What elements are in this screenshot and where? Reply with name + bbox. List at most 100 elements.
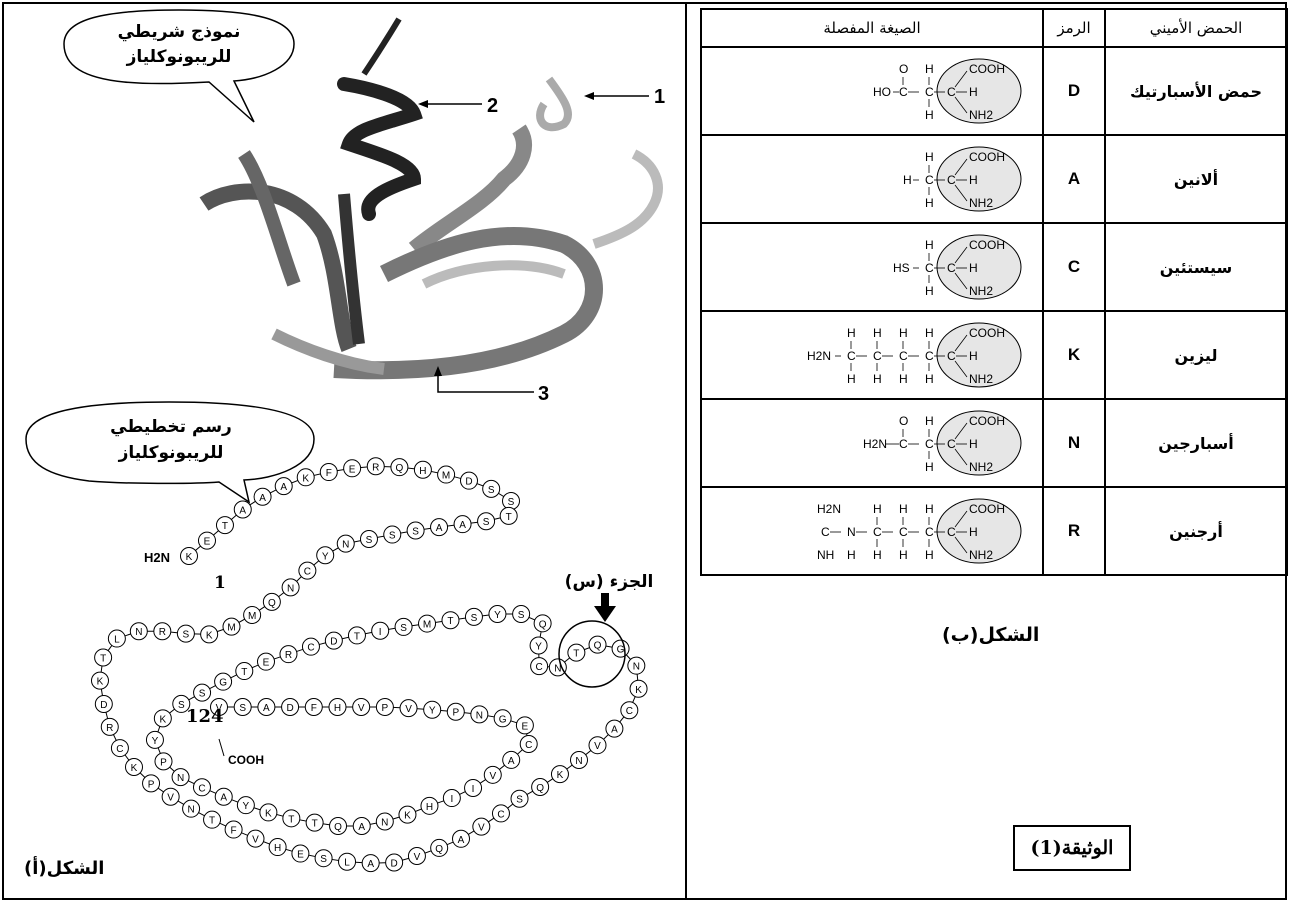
arrow-label-1: 1 bbox=[654, 86, 665, 108]
residue-letter: D bbox=[391, 859, 398, 870]
residue-letter: A bbox=[259, 493, 266, 504]
residue: C bbox=[110, 739, 129, 758]
residue: Q bbox=[262, 592, 281, 611]
residue: Y bbox=[316, 546, 335, 565]
residue: A bbox=[274, 477, 293, 496]
residue-letter: N bbox=[135, 627, 142, 638]
side-h: H bbox=[925, 548, 934, 562]
residue: C bbox=[620, 701, 639, 720]
residue-letter: R bbox=[159, 627, 166, 638]
residue-letter: A bbox=[280, 482, 287, 493]
residue: V bbox=[407, 847, 426, 866]
residue-letter: T bbox=[100, 653, 106, 664]
residue: D bbox=[324, 631, 343, 650]
residue: V bbox=[210, 698, 228, 716]
cooh-label: COOH bbox=[969, 150, 1005, 164]
part-s-label: الجزء (س) bbox=[565, 572, 654, 592]
cooh-label: COOH bbox=[969, 326, 1005, 340]
residue: C bbox=[301, 637, 320, 656]
residue: K bbox=[629, 679, 648, 698]
residue-letter: T bbox=[506, 512, 512, 523]
residue: S bbox=[464, 607, 483, 626]
panel-divider bbox=[685, 2, 687, 900]
residue-letter: F bbox=[311, 703, 317, 714]
residue-letter: Y bbox=[322, 551, 329, 562]
symbol-cell: C bbox=[1042, 222, 1106, 312]
nh2-label: NH2 bbox=[969, 460, 993, 474]
residue: K bbox=[550, 765, 569, 784]
residue: K bbox=[296, 468, 315, 487]
residue-letter: N bbox=[575, 756, 582, 767]
residue: S bbox=[176, 624, 195, 643]
residue: N bbox=[627, 656, 646, 675]
residue: K bbox=[180, 547, 198, 565]
residue-letter: N bbox=[177, 773, 184, 784]
residue-letter: H bbox=[274, 843, 281, 854]
residue: N bbox=[375, 812, 394, 831]
side-h: H bbox=[925, 460, 934, 474]
residue: C bbox=[519, 734, 538, 753]
cooh-label: COOH bbox=[969, 502, 1005, 516]
side-carbon: C bbox=[847, 349, 856, 363]
document-label-box: الوثيقة(1) bbox=[1013, 825, 1131, 871]
residue: T bbox=[215, 516, 234, 535]
residue: S bbox=[502, 492, 521, 511]
side-carbon: C bbox=[925, 173, 934, 187]
residue-letter: E bbox=[349, 464, 356, 475]
residue-letter: C bbox=[307, 643, 314, 654]
residue-letter: V bbox=[489, 771, 496, 782]
residue: A bbox=[452, 829, 471, 848]
residue: Q bbox=[533, 614, 552, 633]
residue: C bbox=[192, 778, 211, 797]
part-s-arrow bbox=[594, 593, 616, 622]
side-prefix: HO bbox=[873, 85, 891, 99]
carbonyl-oxygen: O bbox=[899, 62, 908, 76]
residue: T bbox=[94, 648, 113, 667]
alpha-carbon: C bbox=[947, 349, 956, 363]
residue: V bbox=[352, 698, 371, 716]
residue: S bbox=[359, 530, 378, 549]
speech-bubble-ribbon: نموذج شريطي للريبونوكلياز bbox=[63, 9, 295, 123]
arg-n: N bbox=[847, 525, 856, 539]
residue: A bbox=[502, 750, 521, 769]
residue-letter: V bbox=[478, 823, 485, 834]
residue: K bbox=[124, 757, 143, 776]
c-terminus-label: COOH bbox=[228, 753, 264, 767]
side-carbon: C bbox=[873, 525, 882, 539]
header-symbol: الرمز bbox=[1042, 8, 1106, 48]
residue: V bbox=[399, 699, 418, 718]
residue-letter: Y bbox=[429, 706, 436, 717]
residue-letter: C bbox=[525, 740, 532, 751]
residue: A bbox=[361, 854, 380, 873]
residue: H bbox=[420, 796, 439, 815]
residue: A bbox=[233, 500, 252, 519]
amino-acid-name-cell: ألانين bbox=[1104, 134, 1288, 224]
residue: K bbox=[200, 625, 219, 644]
side-carbon: C bbox=[899, 525, 908, 539]
residue-letter: Q bbox=[268, 598, 276, 609]
residue-letter: H bbox=[334, 703, 341, 714]
residue: G bbox=[214, 672, 233, 691]
residue: L bbox=[338, 852, 357, 871]
amino-acid-name-cell: سيستئين bbox=[1104, 222, 1288, 312]
side-h: H bbox=[847, 372, 856, 386]
side-h: H bbox=[873, 372, 882, 386]
residue: S bbox=[512, 605, 531, 623]
residue-letter: S bbox=[199, 689, 206, 700]
residue: A bbox=[430, 518, 449, 537]
residue-letter: K bbox=[97, 677, 104, 688]
nh2-label: NH2 bbox=[969, 548, 993, 562]
symbol-cell: R bbox=[1042, 486, 1106, 576]
residue-letter: S bbox=[508, 497, 515, 508]
residue: V bbox=[246, 829, 265, 848]
residue: M bbox=[222, 617, 241, 636]
residue-letter: S bbox=[516, 795, 523, 806]
carbonyl-oxygen: O bbox=[899, 414, 908, 428]
residue-letter: I bbox=[472, 784, 475, 795]
